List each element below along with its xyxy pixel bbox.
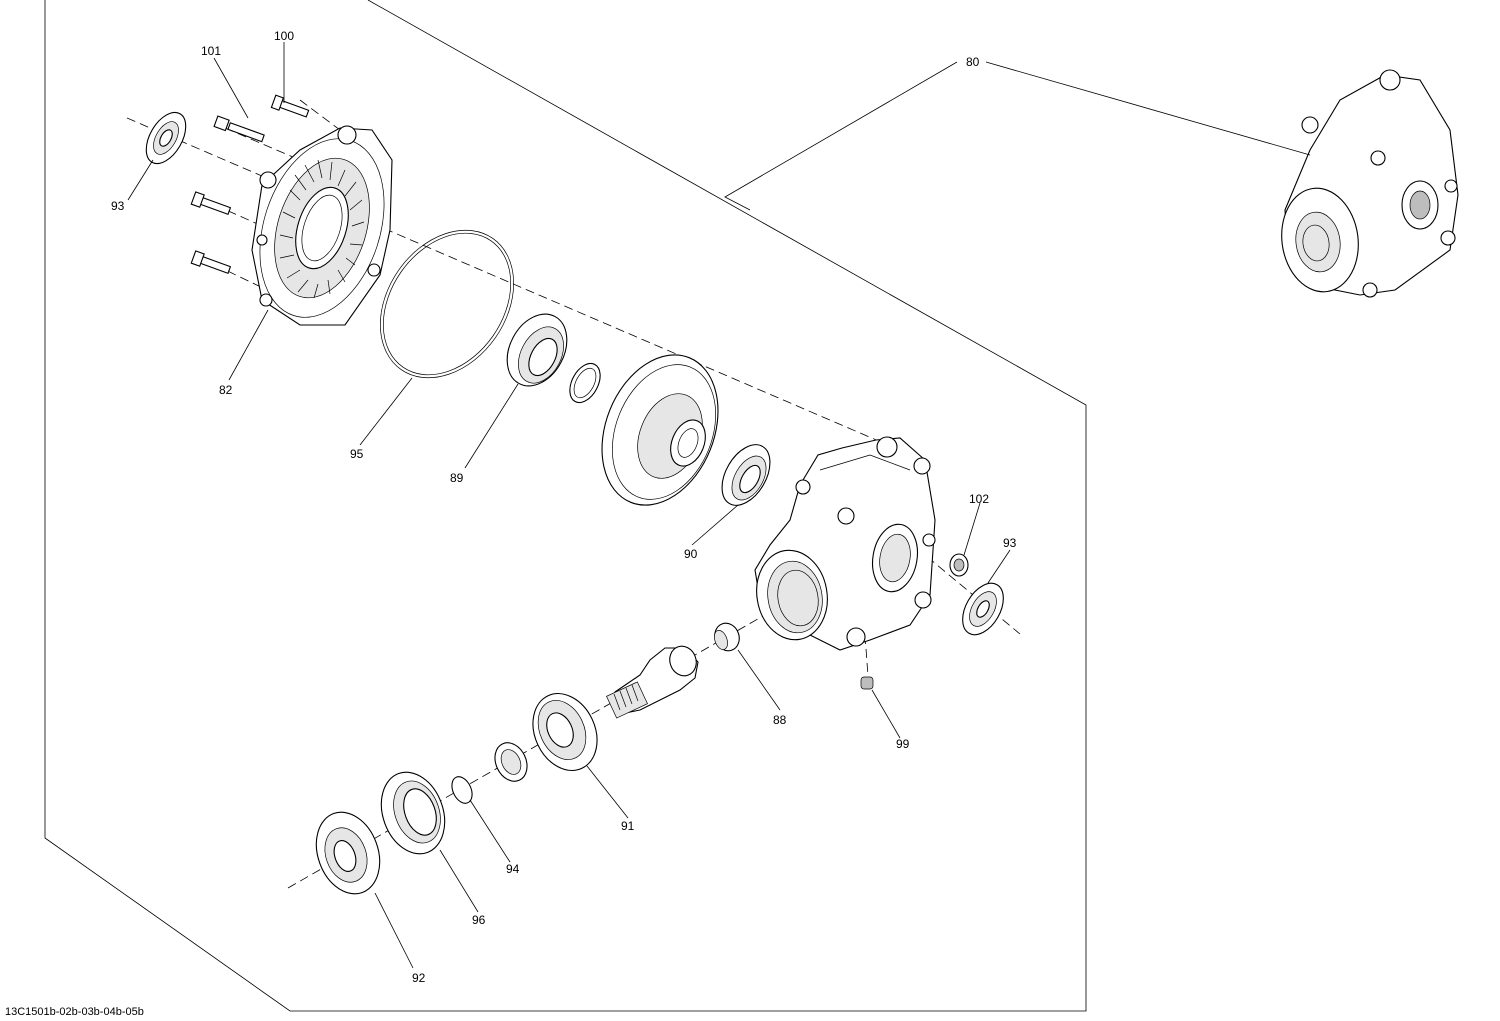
callout-93-top: 93 [111,199,125,213]
o-ring-95 [380,229,514,379]
bolts-100-101 [190,94,310,274]
callout-labels: 80 82 88 89 90 91 92 93 93 94 95 96 99 1… [111,29,1017,985]
seal-93-top [145,111,187,165]
circlip-ring [569,362,601,404]
callout-90: 90 [684,547,698,561]
callout-102: 102 [969,492,989,506]
callout-88: 88 [773,713,787,727]
callout-100: 100 [274,29,294,43]
callout-93-right: 93 [1003,536,1017,550]
main-housing [754,436,936,651]
callout-91: 91 [621,819,635,833]
pinion-shaft [606,645,699,719]
callout-92: 92 [412,971,426,985]
callout-82: 82 [219,383,233,397]
seal-92 [315,811,381,895]
plug-99 [860,676,874,690]
coupler-96 [380,771,446,855]
cover-82 [251,125,393,326]
callout-99: 99 [896,737,910,751]
callout-95: 95 [350,447,364,461]
circlip-94 [451,776,473,804]
callout-94: 94 [506,862,520,876]
bearing-90 [721,444,771,506]
callout-101: 101 [201,44,221,58]
assembly-frame [44,0,1087,1012]
leader-lines [127,42,1311,969]
bearing-91 [532,693,598,771]
spacer [494,742,528,782]
seal-93-right [962,582,1004,636]
callout-80: 80 [966,55,980,69]
plug-102 [949,553,969,577]
o-ring-95-inner [382,232,512,376]
callout-89: 89 [450,471,464,485]
callout-96: 96 [472,913,486,927]
reference-code: 13C1501b-02b-03b-04b-05b [5,1006,144,1018]
bearing-89 [506,313,568,387]
bevel-gear [601,354,719,506]
bushing-88 [714,622,740,652]
assembly-80 [1281,69,1459,298]
